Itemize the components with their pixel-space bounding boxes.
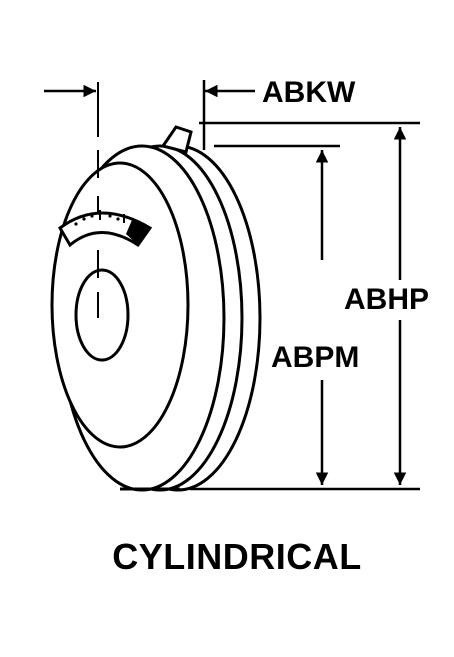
figure-caption: CYLINDRICAL <box>112 536 361 577</box>
inner-height-label: ABPM <box>271 341 359 374</box>
extension-lines <box>190 121 420 491</box>
scale-dark-segment <box>126 220 150 245</box>
center-bore <box>74 268 130 362</box>
indicator-scale <box>58 210 153 248</box>
overall-height-label: ABHP <box>344 283 429 316</box>
set-screw <box>160 125 193 154</box>
width-dimension <box>44 80 255 150</box>
width-label: ABKW <box>262 76 356 109</box>
scale-tick-marks <box>74 210 125 226</box>
